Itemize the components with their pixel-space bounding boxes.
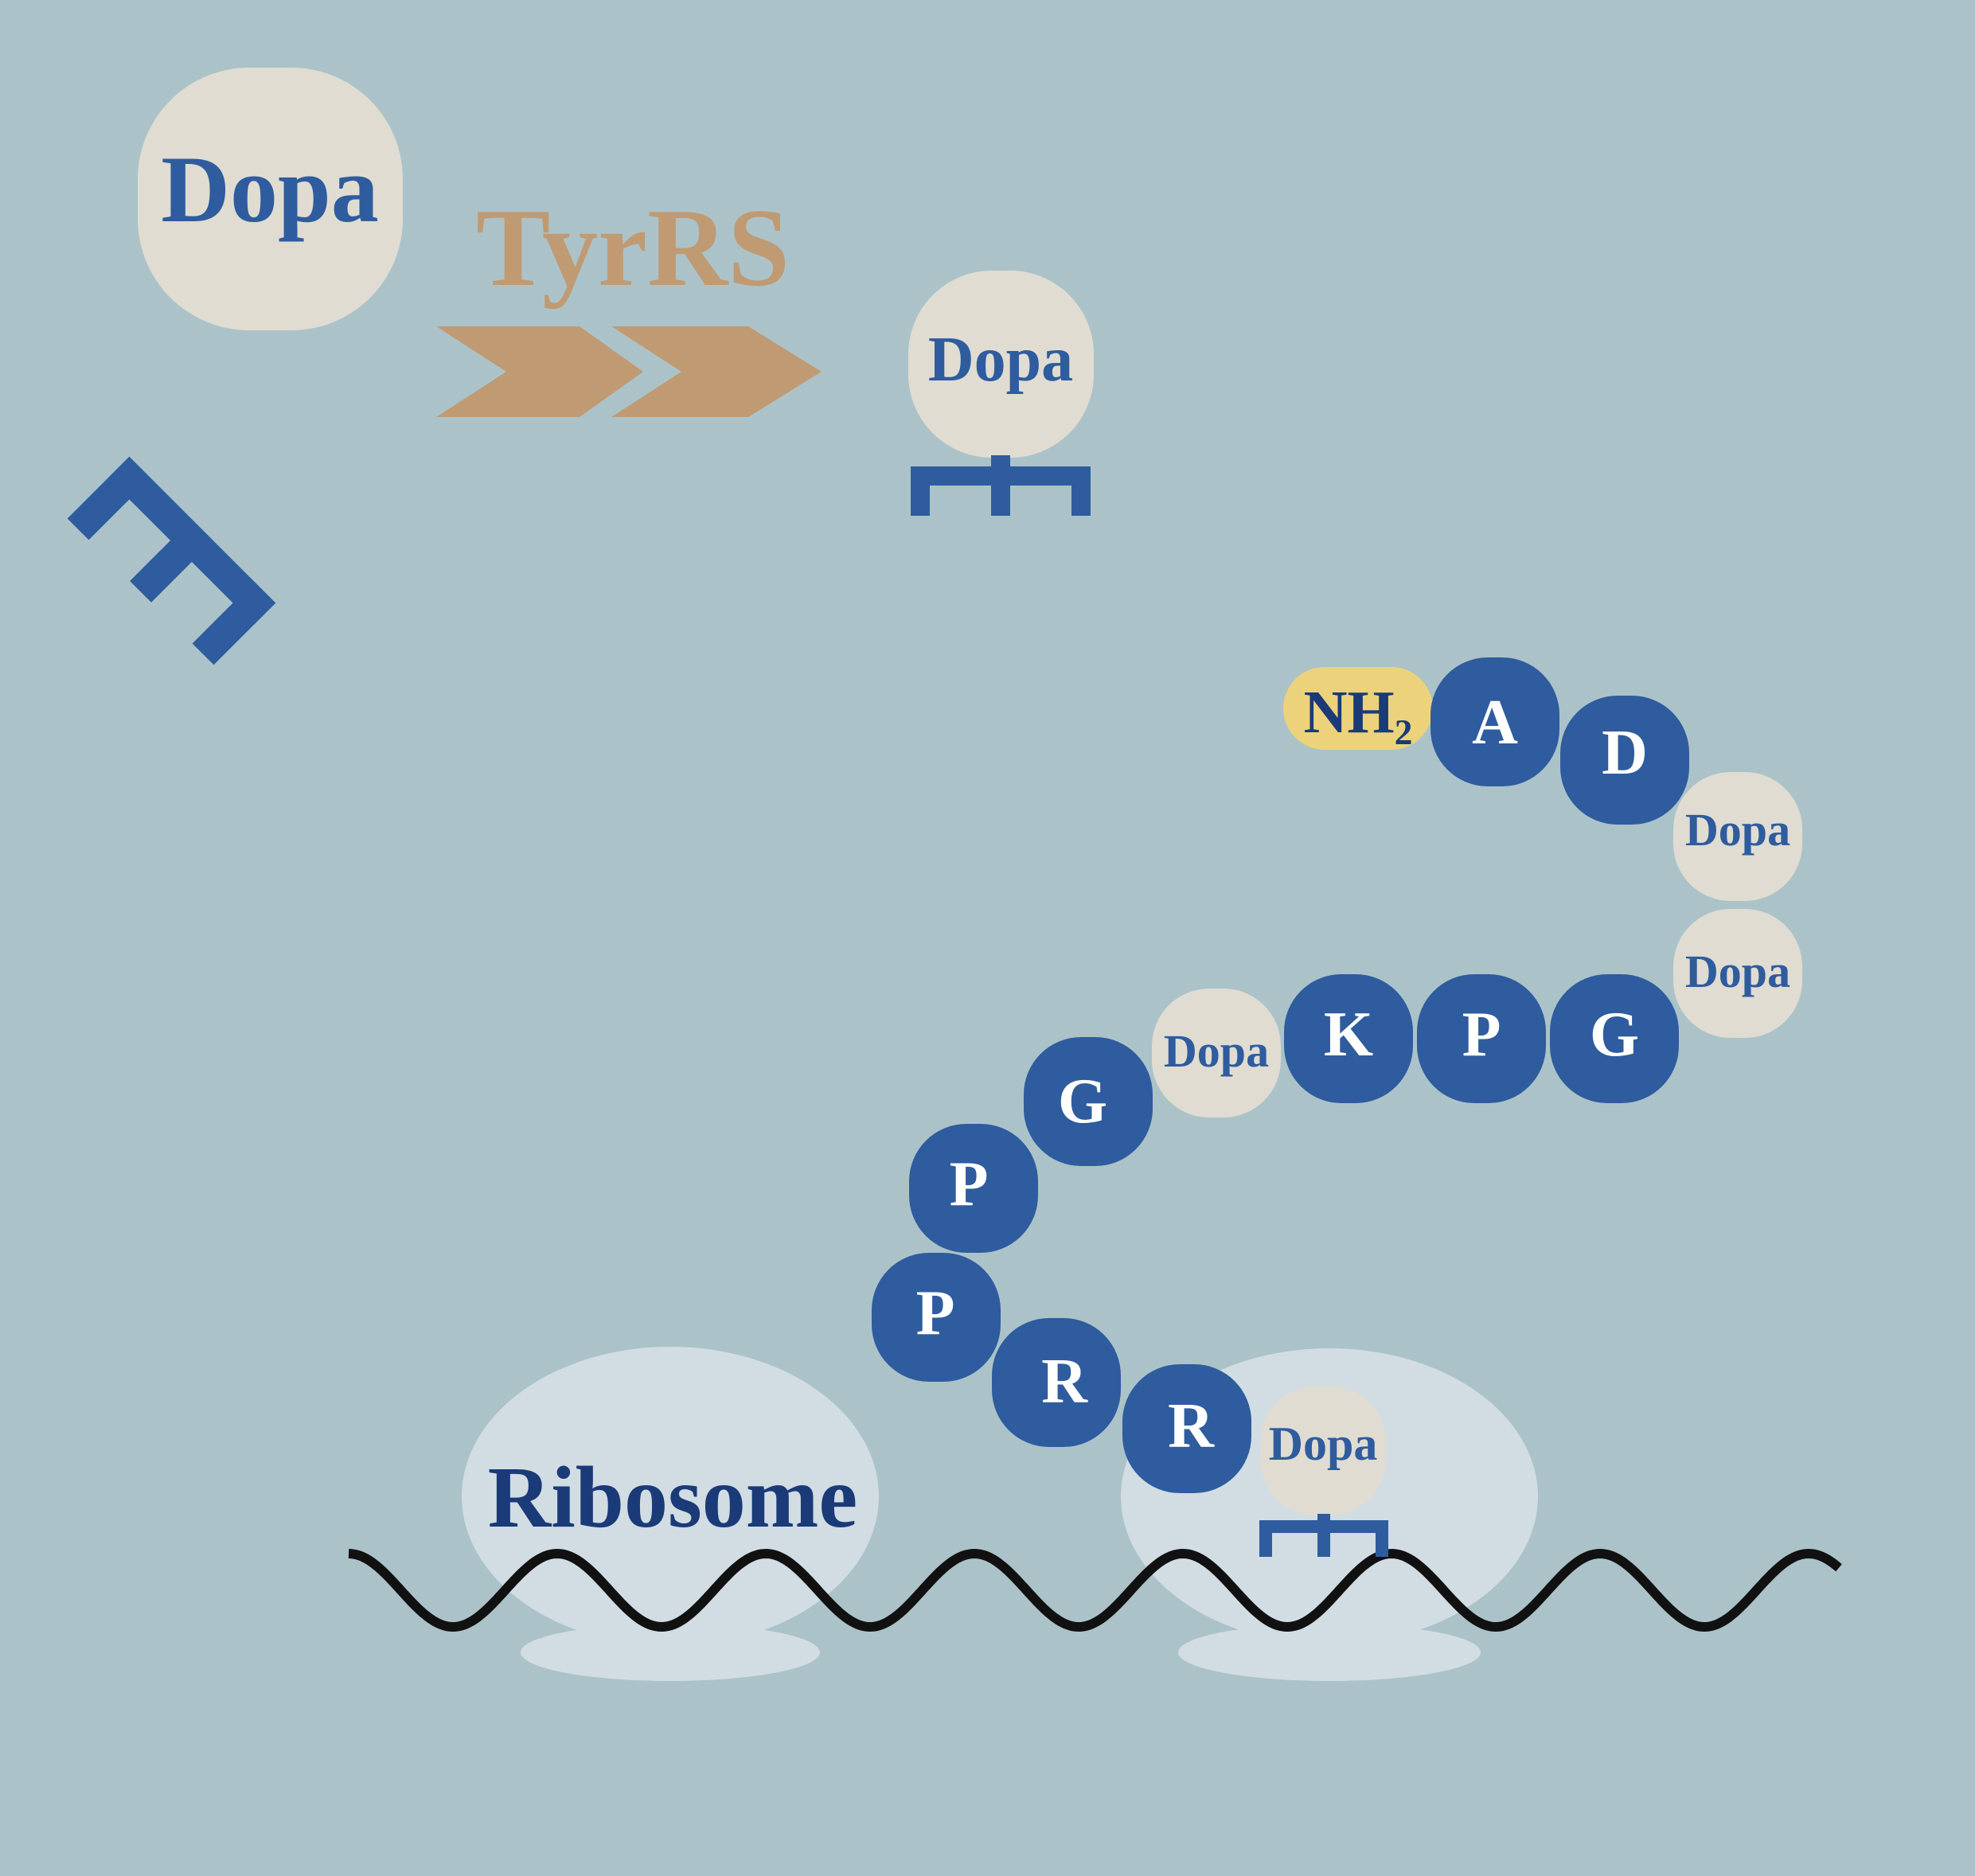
free-trna-leg-left [67,456,151,540]
free-trna-icon [67,456,276,665]
site-trna-icon [1259,1514,1388,1557]
residue-shape [1673,772,1802,901]
double-chevron-arrow-icon [436,326,822,417]
residue-shape [872,1253,1001,1382]
residue-label: G [1590,1000,1639,1070]
residue-5: G [1550,974,1679,1103]
residue-2: D [1560,696,1689,825]
residue-shape [1024,1037,1153,1166]
residue-label: A [1472,688,1518,758]
free-dopa-shape [138,68,403,330]
n-terminus: NH₂ [1283,667,1433,750]
residue-shape [1560,696,1689,825]
mrna-strand [348,1548,1842,1632]
residue-9: G [1024,1037,1153,1166]
residue-10: P [909,1124,1038,1253]
chevron-1 [436,326,643,417]
residue-label: Dopa [1685,946,1790,997]
residue-4: Dopa [1673,909,1802,1038]
site-trna-leg-right [1376,1520,1388,1557]
residue-shape [909,1124,1038,1253]
free-trna-leg-mid [130,519,213,603]
ribosome-label: Ribosome [488,1449,857,1546]
residue-label: P [950,1149,989,1219]
residue-shape [992,1318,1121,1447]
charged-trna-icon [911,455,1091,516]
residue-label: K [1324,1000,1373,1070]
residue-label: Dopa [1685,804,1790,856]
residue-label: D [1602,718,1648,788]
free-trna-leg-right [192,581,276,665]
n-terminus-label: NH₂ [1304,679,1413,746]
residue-6: P [1417,974,1546,1103]
trna-leg-mid [991,466,1010,516]
ribosome-left-large-subunit [462,1347,879,1646]
free-dopa: Dopa [138,68,403,330]
enzyme-label: TyrRS [476,186,790,310]
site-dopa-label: Dopa [1269,1418,1378,1470]
residue-shape [1284,974,1413,1103]
residue-11: P [872,1253,1001,1382]
ribosome-left [462,1347,879,1681]
residue-shape [1152,989,1281,1117]
residue-label: R [1168,1391,1215,1461]
residue-label: R [1041,1347,1088,1417]
site-dopa-shape [1260,1387,1386,1515]
n-terminus-shape [1283,667,1433,750]
residue-label: G [1058,1067,1107,1137]
residue-7: K [1284,974,1413,1103]
free-dopa-label: Dopa [161,136,378,242]
ribosome-right-small-subunit [1178,1624,1481,1681]
residue-shape [1550,974,1679,1103]
charged-trna: Dopa [908,271,1094,516]
site-trna-leg-left [1259,1520,1272,1557]
residue-label: Dopa [1164,1025,1269,1077]
residue-shape [1431,657,1559,786]
residue-12: R [992,1318,1121,1447]
residue-label: P [916,1278,955,1348]
site-dopa-trna: Dopa [1259,1387,1388,1557]
site-trna-leg-mid [1317,1520,1330,1557]
trna-leg-right [1071,466,1091,516]
residue-3: Dopa [1673,772,1802,901]
residue-shape [1673,909,1802,1038]
chevron-2 [611,326,822,417]
peptide-chain: NH₂ A D Dopa Dopa G P K [872,657,1802,1493]
residue-label: P [1462,1000,1501,1070]
charged-dopa-label: Dopa [928,325,1073,395]
residue-13: R [1122,1364,1251,1493]
ribosome-left-small-subunit [521,1624,820,1681]
charged-dopa-shape [908,271,1094,458]
residue-shape [1417,974,1546,1103]
residue-shape [1122,1364,1251,1493]
residue-8: Dopa [1152,989,1281,1117]
residue-1: A [1431,657,1559,786]
trna-leg-left [911,466,930,516]
